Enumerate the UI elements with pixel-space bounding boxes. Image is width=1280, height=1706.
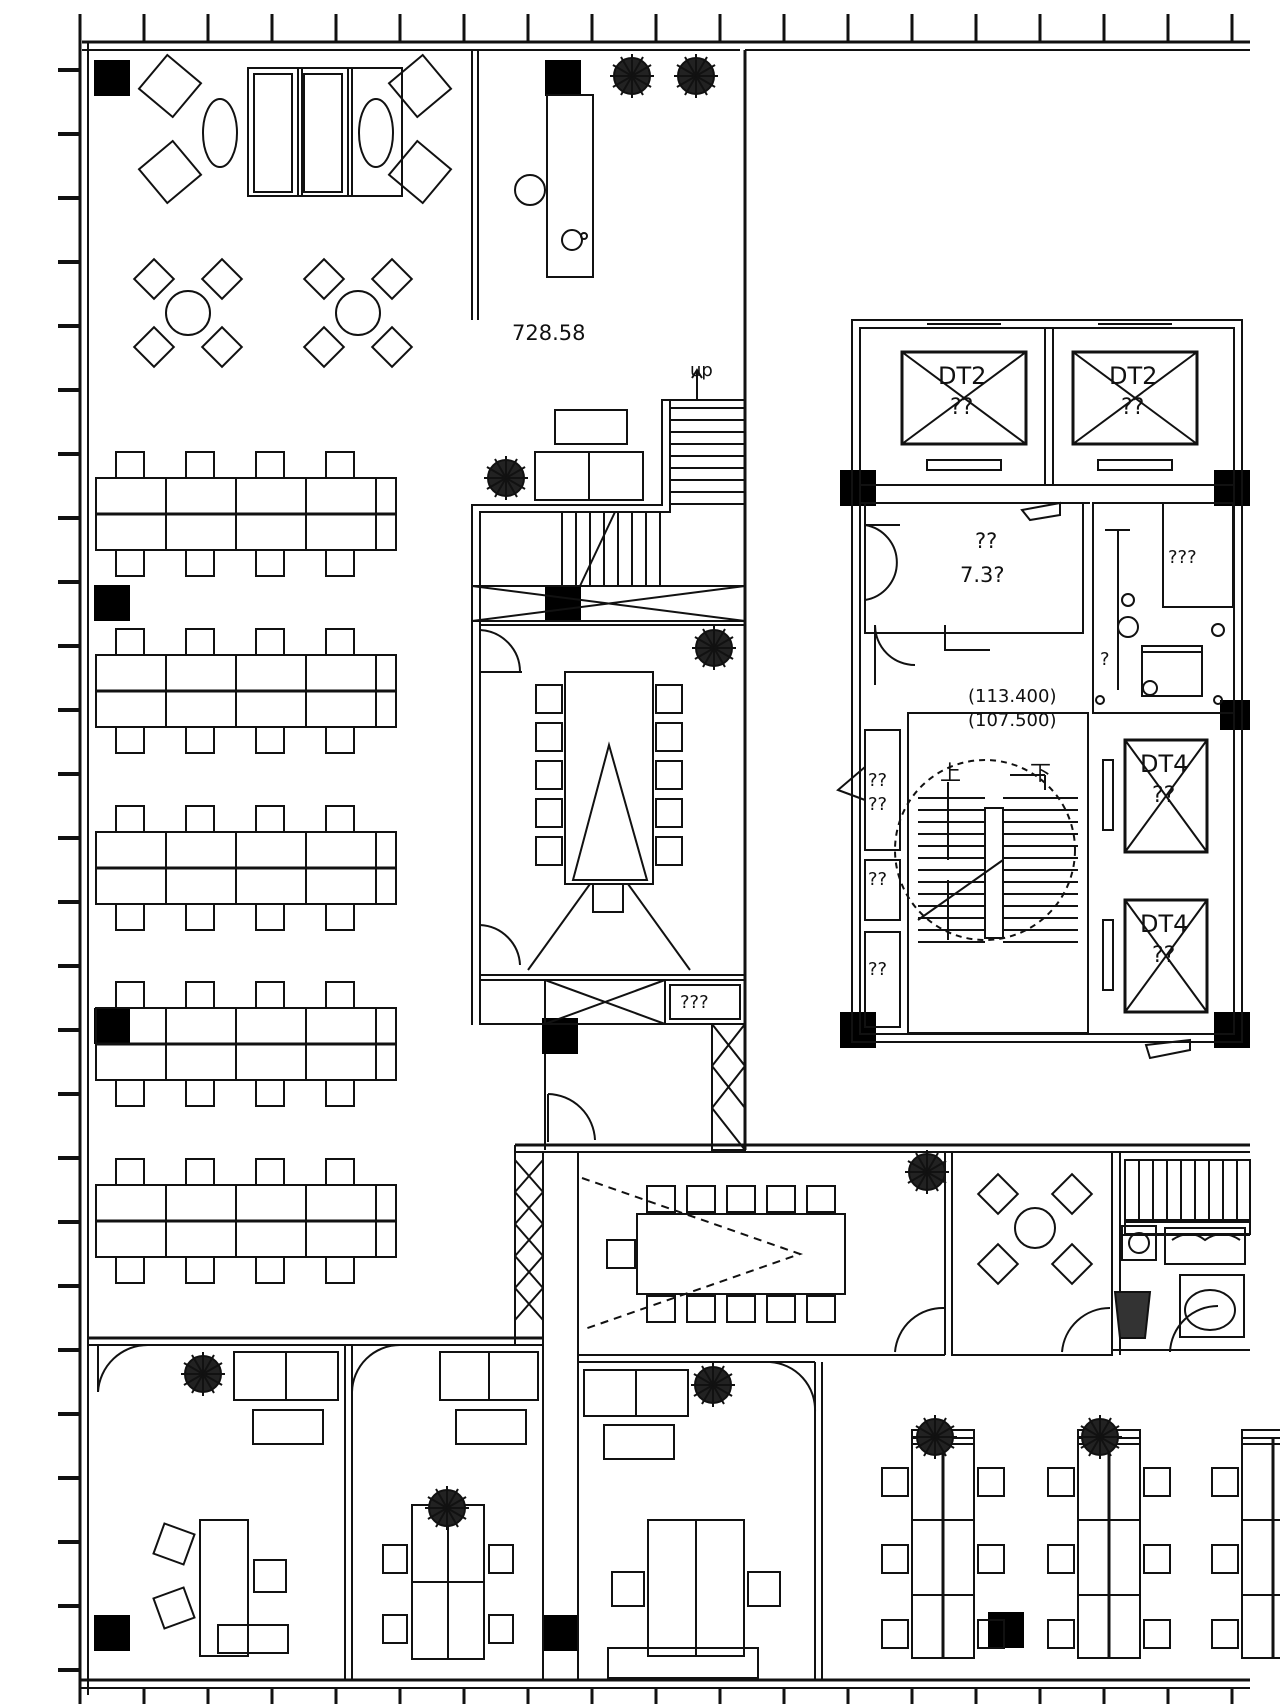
restroom [1111,1152,1251,1355]
plant-icon [905,1150,949,1194]
lounge-seating [137,53,453,205]
elevator-tag: ?? [1152,943,1175,968]
elevator-code: DT2 [1109,362,1157,390]
meeting-nook [951,1151,1113,1356]
services-strip: ??? [479,979,746,1151]
plant-icon [691,1363,735,1407]
elevator-tag: ?? [950,395,973,420]
area-label: 728.58 [512,321,585,345]
elevation-level-2: (107.500) [968,710,1056,731]
conference-room-1 [479,624,746,976]
shaft-room-area: 7.3? [960,563,1005,587]
exterior-walls [78,40,1250,1700]
reception-desk [514,94,594,278]
conference-room-2 [578,1152,953,1356]
elevator-shafts: DT2?? DT2?? DT4?? DT4?? [900,323,1209,1014]
lower-corridor [514,1143,1250,1680]
conference-chairs [535,684,683,866]
fire-stair: 上 下 (113.400) (107.500) [874,624,1089,1034]
store-label: ??? [680,992,709,1013]
conference-chairs-2 [646,1185,836,1323]
mechanical-room: ??? ? [1092,502,1235,714]
stair-down-label: 下 [1030,761,1051,785]
shaft-room: ?? 7.3? [864,501,1084,634]
plant-icon [425,1486,469,1530]
plant-icon [610,54,654,98]
riser-rooms: ?? ?? ?? ?? [836,729,1191,1060]
workstation-blocks [95,451,397,1284]
central-stair: up [471,360,746,1025]
stair-up-label: 上 [940,761,961,785]
elevator-tag: ?? [1121,395,1144,420]
small-room-d: ?? [868,959,887,980]
plant-icon [692,626,736,670]
elevator-code: DT4 [1140,910,1188,938]
elevator-tag: ?? [1152,783,1175,808]
plant-icon [1078,1415,1122,1459]
elevation-level-1: (113.400) [968,686,1056,707]
shaft-room-name: ?? [975,529,997,553]
small-room-b: ?? [868,794,887,815]
corridor-door [544,1054,596,1150]
potted-plants [181,54,1122,1530]
small-room-c: ?? [868,869,887,890]
elevator-code: DT4 [1140,750,1188,778]
round-tables-with-chairs [132,257,414,369]
closet-label: ??? [1168,547,1197,568]
plant-icon [913,1415,957,1459]
window-mullions-bottom [78,1688,1234,1704]
plant-icon [674,54,718,98]
office-2-furniture [382,1351,539,1660]
valve-tag: ? [1100,649,1110,670]
window-mullions-left [58,68,80,1672]
private-offices [88,1336,823,1680]
plant-icon [484,456,528,500]
elevator-code: DT2 [938,362,986,390]
plant-icon [181,1352,225,1396]
small-room-a: ?? [868,770,887,791]
office-3-furniture [583,1369,781,1679]
open-workstations [881,1429,1280,1659]
structural-columns [94,60,1250,1651]
window-mullions-top [78,14,1234,42]
up-arrow-label: up [690,360,713,381]
office-1-furniture [152,1351,339,1657]
